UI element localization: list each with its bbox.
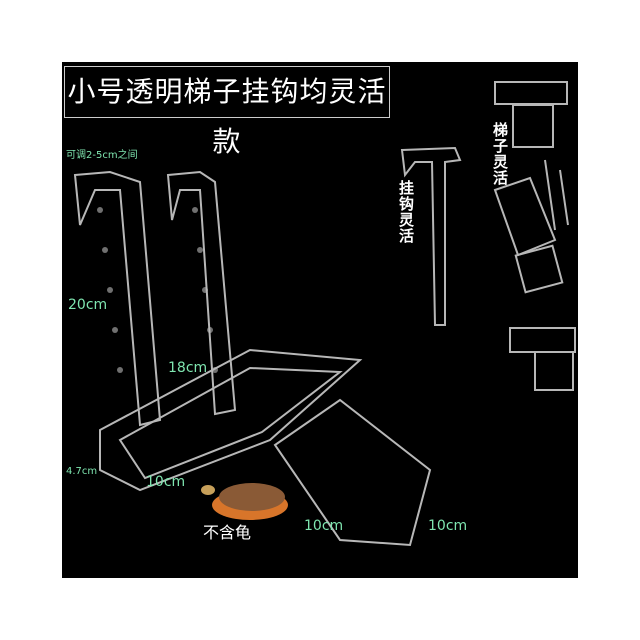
hook-flexible-label: 挂钩灵活 [397, 180, 415, 244]
depth-10cm-label: 10cm [146, 474, 186, 490]
left-hook [73, 170, 162, 427]
ladder-width-label: 10cm [304, 518, 344, 534]
basking-platform [99, 348, 363, 492]
turtle [201, 483, 288, 520]
width-18cm-label: 18cm [168, 360, 208, 376]
ladder-length-label: 10cm [428, 518, 468, 534]
adjustable-range-label: 可调2-5cm之间 [66, 150, 138, 161]
right-hook [166, 170, 237, 416]
height-20cm-label: 20cm [68, 297, 108, 313]
ramp-ladder [273, 398, 432, 547]
ladder-flexible-label: 梯子灵活 [491, 122, 509, 186]
product-title: 小号透明梯子挂钩均灵活款 [64, 66, 390, 158]
hook-detail [400, 146, 462, 326]
turtle-not-included-label: 不含龟 [203, 523, 252, 542]
product-photo [62, 62, 578, 578]
height-4-7cm-label: 4.7cm [66, 466, 98, 477]
